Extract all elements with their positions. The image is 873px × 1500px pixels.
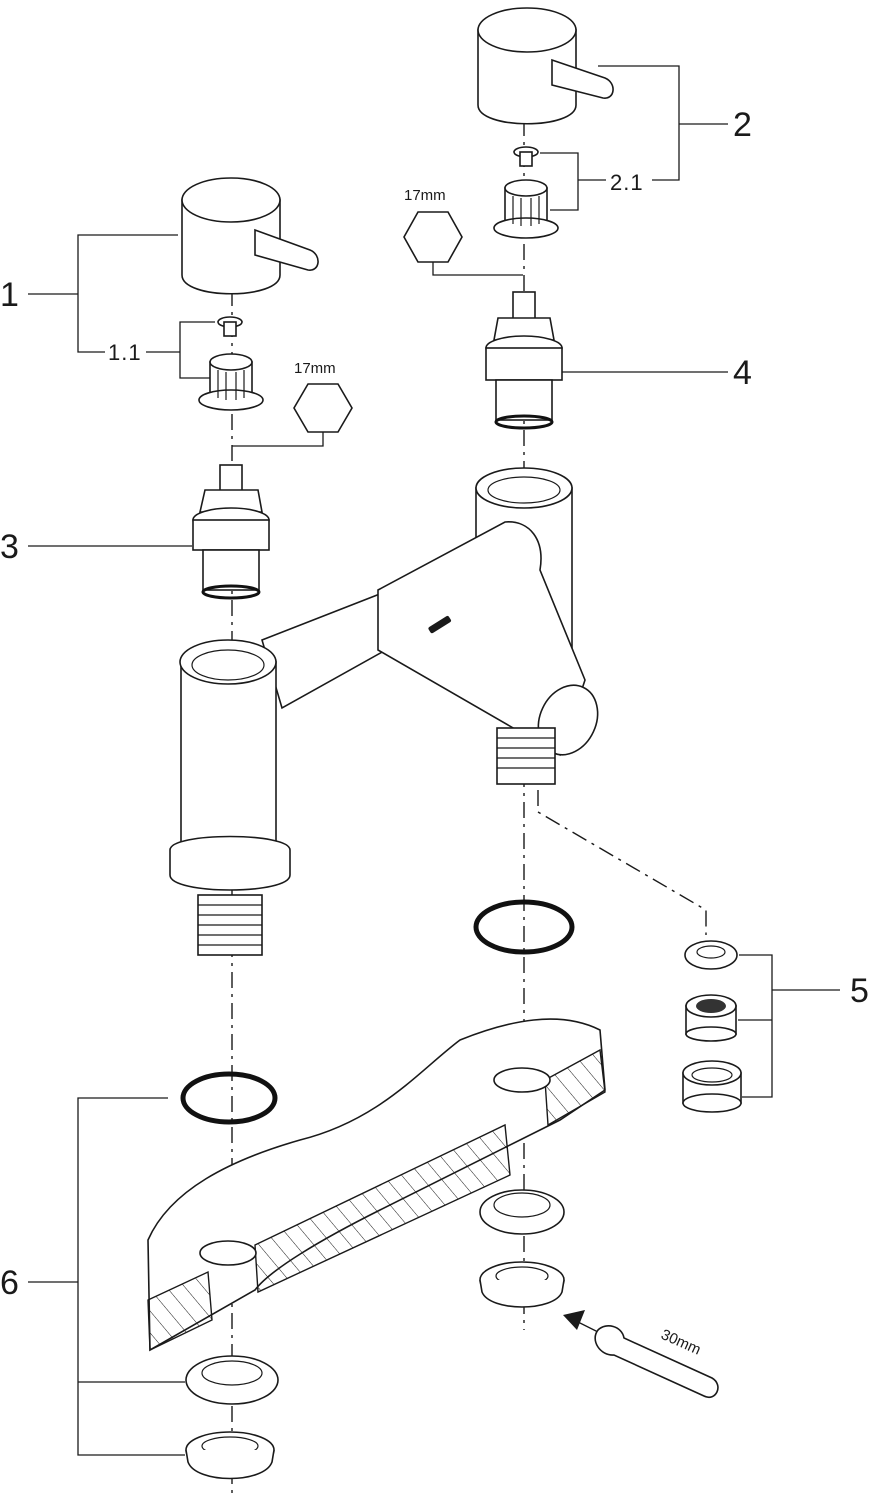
handle-right: [477, 7, 614, 125]
aerator-insert: [685, 994, 737, 1042]
washer-left: [185, 1355, 279, 1405]
handle-left: [181, 177, 319, 295]
callout-6: 6: [0, 1264, 19, 1302]
screw-right: [513, 146, 539, 167]
aerator-housing: [682, 1060, 742, 1113]
spanner-30mm: [563, 1310, 719, 1399]
hex-wrench-symbol-left: [232, 383, 353, 447]
cartridge-left: [192, 464, 270, 600]
spline-adapter-left: [198, 353, 264, 411]
callout-1-1: 1.1: [108, 340, 142, 365]
callout-1: 1: [0, 276, 19, 314]
mixer-body: [169, 467, 599, 956]
callout-3: 3: [0, 528, 19, 566]
aerator-washer: [684, 940, 738, 970]
o-ring-spout: [473, 899, 575, 955]
hex-wrench-symbol-right: [403, 211, 523, 276]
aerator-axis: [537, 790, 707, 935]
cartridge-right: [485, 291, 563, 430]
countertop-section: [147, 1018, 606, 1352]
screw-left: [217, 316, 243, 337]
leader-lines: [28, 65, 840, 1456]
nut-left: [185, 1431, 275, 1480]
hex-size-right: 17mm: [404, 187, 446, 204]
spanner-size: 30mm: [658, 1326, 703, 1358]
washer-right: [479, 1189, 565, 1235]
hex-size-left: 17mm: [294, 360, 336, 377]
callout-4: 4: [733, 354, 752, 392]
spline-adapter-right: [493, 179, 559, 239]
o-ring-base: [180, 1071, 278, 1125]
callout-2: 2: [733, 106, 752, 144]
callout-5: 5: [850, 972, 869, 1010]
nut-right: [479, 1261, 565, 1308]
callout-2-1: 2.1: [610, 170, 644, 195]
